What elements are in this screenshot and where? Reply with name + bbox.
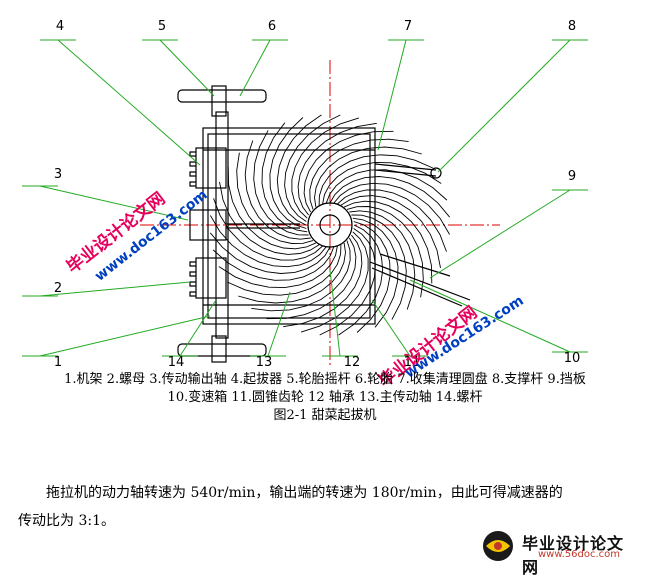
disc-tine (314, 146, 422, 208)
disc-tine (318, 154, 433, 206)
callout-leader (39, 281, 191, 297)
disc-tine (353, 221, 391, 333)
disc-tine (338, 224, 384, 336)
disc-tine (297, 122, 377, 216)
callout-number: 12 (344, 355, 361, 370)
disc-tine (319, 228, 376, 336)
callout-leader (267, 291, 291, 357)
disc-tine (329, 176, 451, 218)
disc-tine (322, 161, 442, 205)
callout-leader (57, 39, 201, 166)
callout-number: 10 (564, 351, 581, 366)
logo-icon (483, 531, 513, 561)
disc-tine (300, 231, 369, 333)
disc-tine (283, 234, 363, 328)
disc-tine (219, 181, 320, 255)
disc-tine (213, 198, 323, 261)
disc-tine (291, 117, 360, 219)
disc-tine (244, 140, 311, 240)
disc-tine (333, 182, 450, 235)
callout-leader (377, 39, 407, 151)
figure-legend-line-2: 10.变速箱 11.圆锥齿轮 12 轴承 13.主传动轴 14.螺杆 (167, 390, 483, 405)
site-logo: 毕业设计论文网 www.56doc.com (478, 528, 638, 577)
disc-tine (236, 152, 314, 244)
callout-leader (329, 269, 341, 357)
disc-tine (253, 130, 309, 236)
disc-tine (352, 217, 399, 328)
disc-tine (337, 189, 447, 252)
callout-number: 6 (268, 19, 276, 34)
disc-tine (351, 214, 407, 320)
machine-frame (177, 85, 471, 363)
disc-tine (210, 215, 327, 268)
callout-number: 2 (54, 281, 62, 296)
callout-number: 8 (568, 19, 576, 34)
disc-tine (309, 138, 409, 210)
callout-number: 14 (168, 355, 185, 370)
machine-drawing: 4 5 6 7 8 3 9 2 1 14 13 12 11 10 (22, 19, 588, 370)
disc-tine (346, 206, 424, 298)
disc-tine (340, 195, 441, 269)
disc-tine (209, 232, 331, 274)
disc-tine (276, 114, 322, 226)
disc-tine (238, 242, 346, 304)
callout-group: 4 5 6 7 8 3 9 2 1 14 13 12 11 10 (22, 19, 588, 370)
callout-leader (371, 299, 411, 357)
disc-tine (212, 246, 335, 281)
callout-leader (429, 189, 571, 279)
callout-leader (39, 185, 189, 221)
callout-number: 3 (54, 167, 62, 182)
body-paragraph-line-1: 拖拉机的动力轴转速为 540r/min，输出端的转速为 180r/min，由此可… (46, 485, 563, 501)
callout-number: 5 (158, 19, 166, 34)
disc-tine (266, 237, 357, 320)
collecting-disc-tines (209, 114, 451, 336)
logo-url: www.56doc.com (538, 549, 621, 560)
disc-tine (284, 114, 341, 222)
body-paragraph-line-2: 传动比为 3:1。 (18, 513, 115, 529)
callout-number: 11 (404, 355, 421, 370)
callout-leader (159, 39, 215, 97)
center-lines (140, 60, 500, 368)
disc-tine (303, 130, 394, 213)
callout-leader (179, 299, 217, 357)
disc-tine (227, 244, 342, 296)
disc-tine (343, 200, 433, 284)
callout-leader (409, 279, 571, 353)
figure-caption: 图2-1 甜菜起拔机 (273, 408, 377, 423)
callout-leader (437, 39, 571, 173)
disc-tine (227, 166, 317, 250)
disc-tine (269, 117, 307, 229)
callout-number: 13 (256, 355, 273, 370)
callout-number: 1 (54, 355, 62, 370)
callout-number: 9 (568, 169, 576, 184)
disc-tine (349, 210, 416, 310)
disc-tine (218, 245, 338, 289)
disc-tine (261, 122, 308, 233)
figure-legend-line-1: 1.机架 2.螺母 3.传动输出轴 4.起拔器 5.轮胎摇杆 6.轮胎 7.收集… (64, 372, 586, 387)
callout-leader (239, 39, 271, 97)
callout-leader (39, 315, 211, 357)
callout-number: 4 (56, 19, 64, 34)
disc-tine (325, 169, 448, 204)
disc-tine (251, 240, 351, 312)
callout-number: 7 (404, 19, 412, 34)
